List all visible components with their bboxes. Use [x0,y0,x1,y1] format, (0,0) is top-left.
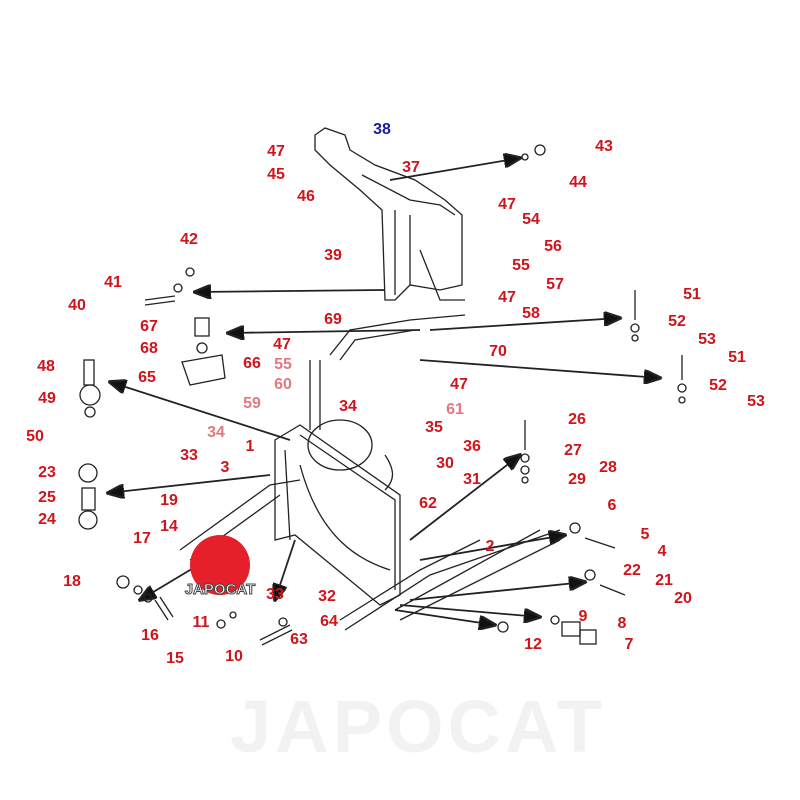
part-label: 15 [166,650,184,667]
part-label: 18 [63,573,81,590]
part-label: 58 [522,305,540,322]
part-label: 47 [267,143,285,160]
part-label: 61 [446,401,464,418]
part-label: 14 [160,518,178,535]
part-label: 37 [402,159,420,176]
part-label: 55 [274,356,292,373]
part-label: 35 [425,419,443,436]
hose [329,314,466,361]
part-label: 21 [655,572,673,589]
part-label: 47 [450,376,468,393]
part-label: 66 [243,355,261,372]
part-label: 46 [297,188,315,205]
part-label: 62 [419,495,437,512]
hardware [78,144,687,646]
hose [309,360,321,430]
part-label: 24 [38,511,56,528]
part-label: 60 [274,376,292,393]
part-label: 51 [683,286,701,303]
part-label: 45 [267,166,285,183]
part-label: 26 [568,411,586,428]
part-label: 7 [624,636,634,653]
part-label: 64 [320,613,338,630]
part-label: 5 [640,526,650,543]
part-label: 1 [245,438,255,455]
part-label: 53 [698,331,716,348]
part-label: 43 [595,138,613,155]
part-label: 8 [617,615,627,632]
part-label: 38 [373,121,391,138]
part-label: 47 [273,336,291,353]
part-label: 57 [546,276,564,293]
part-label: 53 [747,393,765,410]
part-label: 3 [220,459,230,476]
part-label: 67 [140,318,158,335]
part-label: 59 [243,395,261,412]
part-label: 48 [37,358,55,375]
part-label: 55 [512,257,530,274]
part-label: 20 [674,590,692,607]
part-label: 10 [225,648,243,665]
part-label: 49 [38,390,56,407]
arrows [108,158,660,625]
japocat-logo: JAPOCAT [180,535,260,615]
logo-text: JAPOCAT [184,581,256,599]
part-label: 69 [324,311,342,328]
part-label: 27 [564,442,582,459]
part-label: 23 [38,464,56,481]
part-label: 63 [290,631,308,648]
logo-disc [190,535,250,595]
part-label: 70 [489,343,507,360]
reservoir-tank [314,127,465,301]
part-label: 42 [180,231,198,248]
part-label: 34 [339,398,357,415]
part-label: 39 [324,247,342,264]
part-label: 32 [318,588,336,605]
part-label: 47 [498,289,516,306]
part-label: 19 [160,492,178,509]
part-label: 56 [544,238,562,255]
part-label: 29 [568,471,586,488]
frame-rail [179,479,561,631]
part-label: 4 [657,543,667,560]
part-label: 41 [104,274,122,291]
part-label: 28 [599,459,617,476]
part-label: 33 [266,586,284,603]
part-label: 68 [140,340,158,357]
part-label: 36 [463,438,481,455]
part-label: 34 [207,424,225,441]
part-label: 30 [436,455,454,472]
part-label: 9 [578,608,588,625]
part-label: 16 [141,627,159,644]
part-label: 6 [607,497,617,514]
part-label: 51 [728,349,746,366]
part-label: 65 [138,369,156,386]
part-label: 25 [38,489,56,506]
part-label: 12 [524,636,542,653]
part-label: 40 [68,297,86,314]
watermark: JAPOCAT [230,685,607,768]
part-label: 31 [463,471,481,488]
part-label: 44 [569,174,587,191]
part-label: 2 [485,538,495,555]
part-label: 52 [709,377,727,394]
radiator [274,419,401,606]
part-label: 54 [522,211,540,228]
part-label: 11 [192,614,210,631]
part-label: 33 [180,447,198,464]
part-label: 52 [668,313,686,330]
part-label: 47 [498,196,516,213]
part-label: 22 [623,562,641,579]
part-label: 17 [133,530,151,547]
part-label: 50 [26,428,44,445]
